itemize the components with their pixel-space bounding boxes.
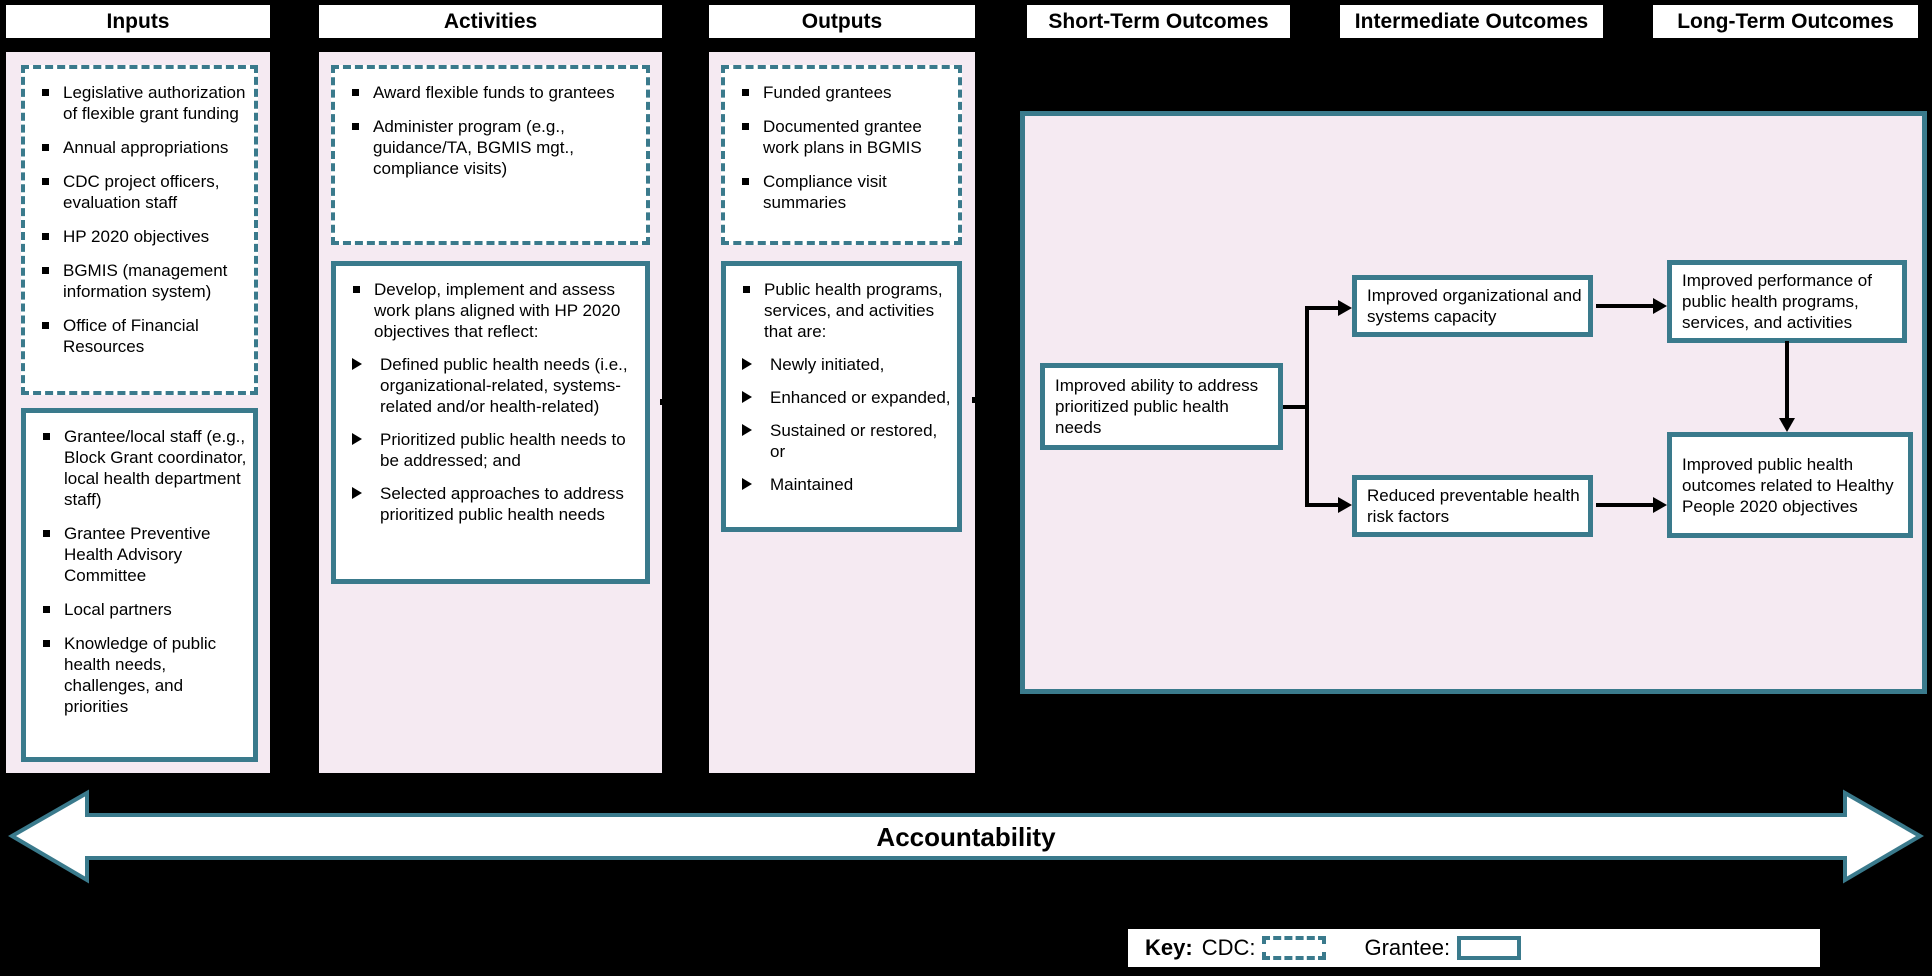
outputs-grantee-box: Public health programs, services, and ac… (721, 261, 962, 532)
activities-grantee-box: Develop, implement and assess work plans… (331, 261, 650, 584)
connector-line (1305, 503, 1338, 507)
list-item: Legislative authorization of flexible gr… (35, 82, 248, 124)
arrow-tip-artifact (972, 397, 978, 403)
list-item: Award flexible funds to grantees (345, 82, 640, 103)
outputs-grantee-lead: Public health programs, services, and ac… (736, 279, 951, 342)
arrowhead-right-icon (1653, 298, 1667, 314)
key-cdc-label: CDC: (1201, 935, 1256, 960)
list-item: Prioritized public health needs to be ad… (346, 429, 639, 471)
key-title: Key: (1145, 935, 1193, 960)
list-item: Funded grantees (735, 82, 952, 103)
long-term-outcome-bottom-text: Improved public health outcomes related … (1682, 454, 1894, 516)
activities-grantee-sublist: Defined public health needs (i.e., organ… (346, 354, 639, 525)
accountability-label: Accountability (876, 822, 1056, 852)
header-long-term-outcomes: Long-Term Outcomes (1653, 5, 1918, 38)
arrowhead-right-icon (1338, 497, 1352, 513)
connector-line (1596, 503, 1653, 507)
inputs-cdc-list: Legislative authorization of flexible gr… (35, 82, 248, 357)
list-item: Administer program (e.g., guidance/TA, B… (345, 116, 640, 179)
grantee-solid-swatch-icon (1457, 936, 1522, 960)
long-term-outcome-bottom-box: Improved public health outcomes related … (1667, 432, 1913, 538)
long-term-outcome-top-text: Improved performance of public health pr… (1682, 271, 1872, 332)
inputs-grantee-list: Grantee/local staff (e.g., Block Grant c… (36, 426, 247, 717)
outputs-grantee-sublist: Newly initiated, Enhanced or expanded, Sus… (736, 354, 951, 495)
list-item: Local partners (36, 599, 247, 620)
intermediate-outcome-bottom-text: Reduced preventable health risk factors (1367, 486, 1580, 526)
list-item: Maintained (736, 474, 951, 495)
list-item: Selected approaches to address prioritiz… (346, 483, 639, 525)
header-activities: Activities (319, 5, 662, 38)
accountability-arrow (0, 780, 1932, 890)
intermediate-outcome-bottom-box: Reduced preventable health risk factors (1352, 475, 1593, 537)
header-outputs: Outputs (709, 5, 975, 38)
activities-grantee-lead: Develop, implement and assess work plans… (346, 279, 639, 342)
list-item: Compliance visit summaries (735, 171, 952, 213)
list-item: HP 2020 objectives (35, 226, 248, 247)
intermediate-outcome-top-text: Improved organizational and systems capa… (1367, 286, 1582, 326)
intermediate-outcome-top-box: Improved organizational and systems capa… (1352, 275, 1593, 337)
header-short-term-outcomes: Short-Term Outcomes (1027, 5, 1290, 38)
short-term-outcome-text: Improved ability to address prioritized … (1055, 376, 1259, 437)
list-item: Office of Financial Resources (35, 315, 248, 357)
connector-line (1305, 306, 1338, 310)
inputs-cdc-box: Legislative authorization of flexible gr… (21, 65, 258, 395)
arrowhead-right-icon (1653, 497, 1667, 513)
list-item: Knowledge of public health needs, challe… (36, 633, 247, 717)
connector-line (1785, 341, 1789, 420)
key-legend: Key: CDC: Grantee: (1128, 929, 1820, 967)
cdc-dashed-swatch-icon (1262, 936, 1327, 960)
list-item: BGMIS (management information system) (35, 260, 248, 302)
key-grantee-label: Grantee: (1364, 935, 1451, 960)
connector-line (1283, 405, 1309, 409)
list-item: Enhanced or expanded, (736, 387, 951, 408)
header-inputs: Inputs (6, 5, 270, 38)
short-term-outcome-box: Improved ability to address prioritized … (1040, 363, 1283, 450)
list-item: Sustained or restored, or (736, 420, 951, 462)
connector-line (1596, 304, 1653, 308)
list-item: Newly initiated, (736, 354, 951, 375)
list-item: Documented grantee work plans in BGMIS (735, 116, 952, 158)
arrow-tip-artifact (660, 399, 666, 405)
connector-line (1305, 306, 1309, 507)
inputs-grantee-box: Grantee/local staff (e.g., Block Grant c… (21, 408, 258, 762)
list-item: Defined public health needs (i.e., organ… (346, 354, 639, 417)
header-intermediate-outcomes: Intermediate Outcomes (1340, 5, 1603, 38)
double-arrow-icon (8, 789, 1924, 884)
list-item: CDC project officers, evaluation staff (35, 171, 248, 213)
list-item: Annual appropriations (35, 137, 248, 158)
long-term-outcome-top-box: Improved performance of public health pr… (1667, 260, 1907, 343)
arrowhead-right-icon (1338, 300, 1352, 316)
arrowhead-down-icon (1779, 418, 1795, 432)
list-item: Grantee Preventive Health Advisory Commi… (36, 523, 247, 586)
list-item: Grantee/local staff (e.g., Block Grant c… (36, 426, 247, 510)
